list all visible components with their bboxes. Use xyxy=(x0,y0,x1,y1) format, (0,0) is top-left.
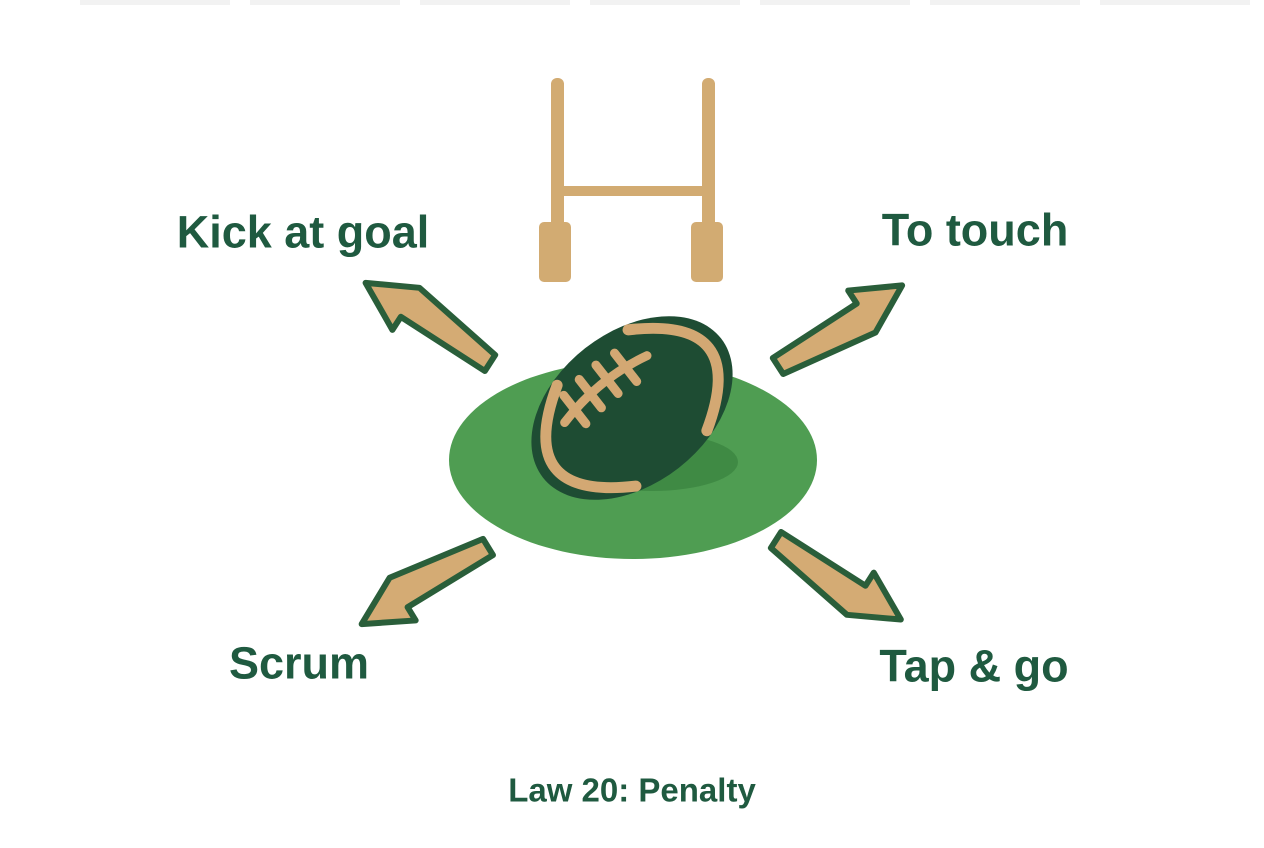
option-label-kick-at-goal: Kick at goal xyxy=(176,206,430,258)
ball-body xyxy=(531,316,733,500)
arrow-down-right-icon xyxy=(767,528,904,623)
arrows xyxy=(358,279,906,628)
rugby-goalposts-icon xyxy=(539,78,723,282)
ball-laces xyxy=(559,348,652,429)
rugby-ball-icon xyxy=(531,316,733,500)
goalpost-crossbar xyxy=(551,186,715,196)
arrow-up-right-icon xyxy=(769,282,906,377)
goalpost-left-upright xyxy=(551,78,564,232)
ball-seam-left xyxy=(540,379,642,494)
goalpost-right-upright xyxy=(702,78,715,232)
ball-seam-right xyxy=(622,322,724,437)
option-label-to-touch: To touch xyxy=(881,204,1069,256)
arrow-up-left-icon xyxy=(362,279,499,374)
goalpost-right-pad xyxy=(691,222,723,282)
option-label-tap-and-go: Tap & go xyxy=(879,640,1069,692)
top-edge-artifact xyxy=(80,0,1254,5)
arrow-down-left-icon xyxy=(358,535,496,628)
option-label-scrum: Scrum xyxy=(228,637,370,689)
goalpost-left-pad xyxy=(539,222,571,282)
diagram-caption: Law 20: Penalty xyxy=(508,771,756,809)
